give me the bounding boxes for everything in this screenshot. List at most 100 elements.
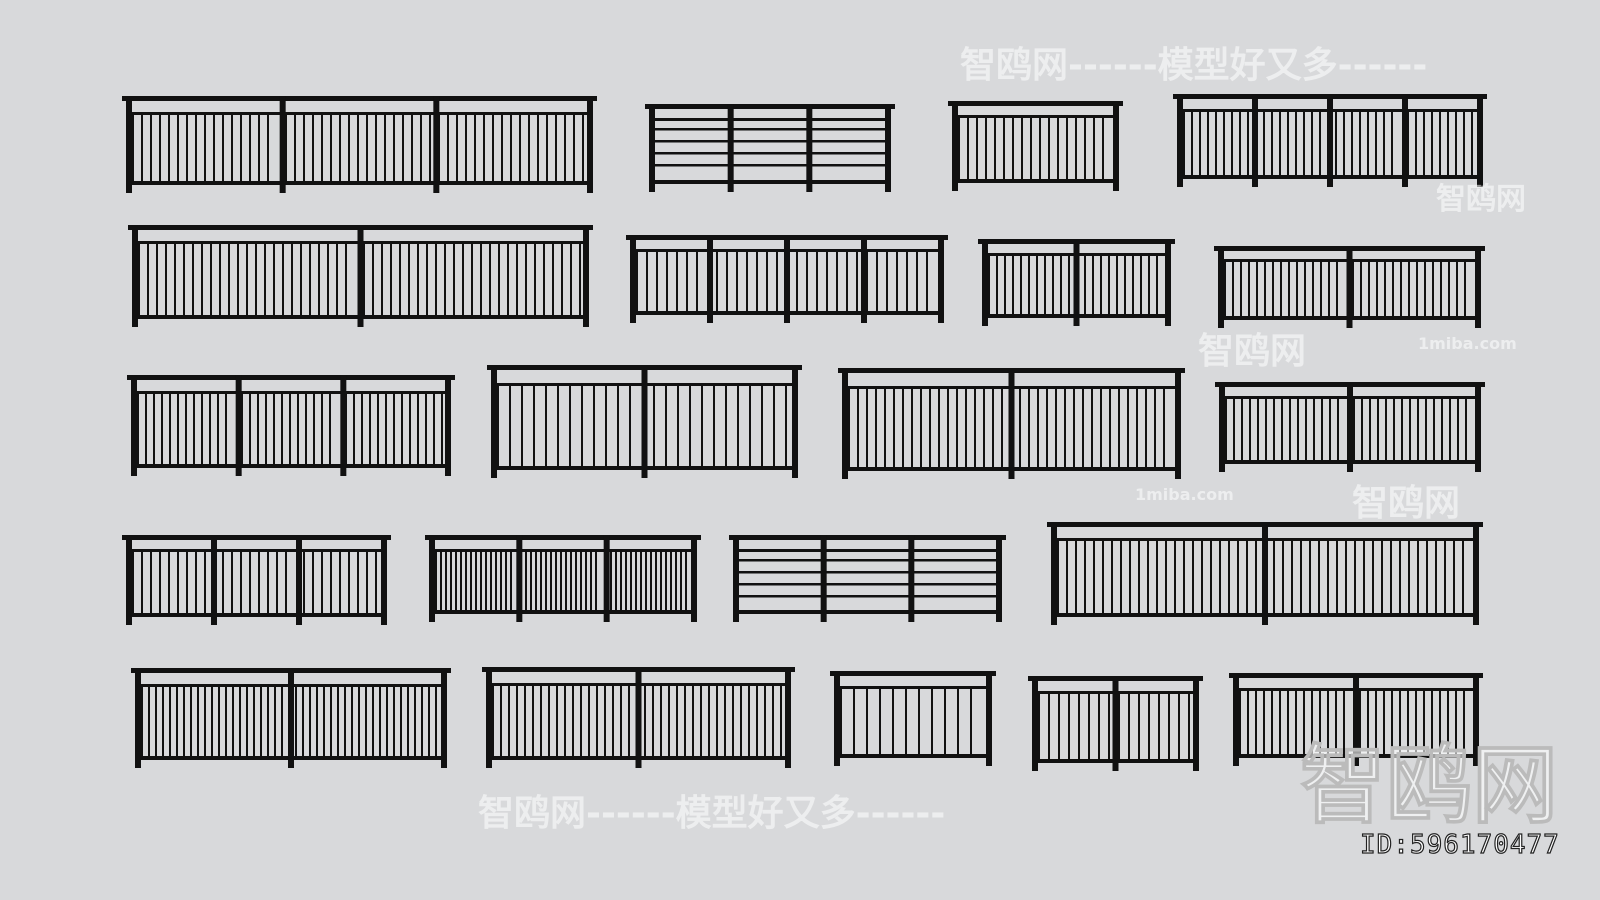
baluster <box>1335 109 1337 175</box>
baluster <box>218 684 220 756</box>
baluster <box>604 683 606 756</box>
baluster <box>650 549 652 610</box>
baluster <box>510 549 512 610</box>
baluster <box>1287 109 1289 175</box>
railing-7 <box>978 239 1175 326</box>
post <box>357 225 364 327</box>
baluster <box>524 683 526 756</box>
post <box>381 535 387 625</box>
baluster <box>884 386 886 467</box>
baluster <box>148 684 150 756</box>
post <box>820 535 827 622</box>
baluster <box>337 684 339 756</box>
post <box>1112 676 1119 771</box>
baluster <box>150 112 152 181</box>
baluster <box>441 391 443 464</box>
baluster <box>926 249 928 311</box>
horizontal-bar <box>649 140 891 143</box>
baluster <box>274 684 276 756</box>
baluster <box>174 241 176 315</box>
baluster <box>1415 109 1417 175</box>
baluster <box>1320 259 1322 316</box>
baluster <box>1279 109 1281 175</box>
baluster <box>1147 538 1149 613</box>
baluster <box>533 383 535 466</box>
baluster <box>366 549 368 613</box>
bottom-rail <box>126 613 387 617</box>
baluster <box>1108 253 1110 314</box>
post <box>126 96 132 193</box>
baluster <box>222 549 224 613</box>
baluster <box>321 391 323 464</box>
baluster <box>1409 396 1411 460</box>
baluster <box>947 386 949 467</box>
post <box>296 535 302 625</box>
railing-13 <box>122 535 391 625</box>
baluster <box>1353 396 1355 460</box>
baluster <box>1282 538 1284 613</box>
baluster <box>1448 259 1450 316</box>
baluster <box>372 241 374 315</box>
post <box>516 535 523 622</box>
baluster <box>537 112 539 181</box>
baluster <box>1453 538 1455 613</box>
baluster <box>1407 688 1409 754</box>
baluster <box>570 549 572 610</box>
baluster <box>773 383 775 466</box>
baluster <box>438 112 440 181</box>
post <box>1233 673 1239 766</box>
baluster <box>1019 386 1021 467</box>
baluster <box>159 549 161 613</box>
baluster <box>565 549 567 610</box>
baluster <box>1431 688 1433 754</box>
baluster <box>1372 538 1374 613</box>
baluster <box>1158 691 1160 759</box>
baluster <box>330 549 332 613</box>
baluster <box>996 253 998 314</box>
baluster <box>231 112 233 181</box>
baluster <box>211 684 213 756</box>
baluster <box>748 683 750 756</box>
baluster <box>905 686 907 754</box>
railing-17 <box>131 668 451 768</box>
baluster <box>1057 538 1059 613</box>
baluster <box>920 386 922 467</box>
baluster <box>1246 538 1248 613</box>
railing-8 <box>1214 246 1485 328</box>
post <box>1473 522 1479 625</box>
post <box>1353 673 1359 766</box>
baluster <box>1354 538 1356 613</box>
baluster <box>1100 253 1102 314</box>
baluster <box>1367 109 1369 175</box>
baluster <box>1449 396 1451 460</box>
baluster <box>610 549 612 610</box>
baluster <box>668 683 670 756</box>
baluster <box>1129 538 1131 613</box>
bottom-rail <box>952 179 1119 183</box>
baluster <box>141 549 143 613</box>
baluster <box>1376 259 1378 316</box>
baluster <box>967 115 969 179</box>
railing-1 <box>122 96 597 193</box>
railing-14 <box>425 535 701 622</box>
baluster <box>970 686 972 754</box>
baluster <box>385 391 387 464</box>
baluster <box>213 112 215 181</box>
bottom-rail <box>834 754 992 758</box>
baluster <box>582 112 584 181</box>
post <box>279 96 286 193</box>
baluster <box>701 383 703 466</box>
baluster <box>1124 253 1126 314</box>
baluster <box>1423 109 1425 175</box>
post <box>1165 239 1171 326</box>
baluster <box>162 684 164 756</box>
baluster <box>1337 396 1339 460</box>
sub-rail <box>834 686 992 689</box>
baluster <box>656 249 658 311</box>
baluster <box>1255 538 1257 613</box>
baluster <box>386 684 388 756</box>
baluster <box>1239 688 1241 754</box>
baluster <box>1093 538 1095 613</box>
baluster <box>168 549 170 613</box>
railing-9 <box>127 375 455 476</box>
